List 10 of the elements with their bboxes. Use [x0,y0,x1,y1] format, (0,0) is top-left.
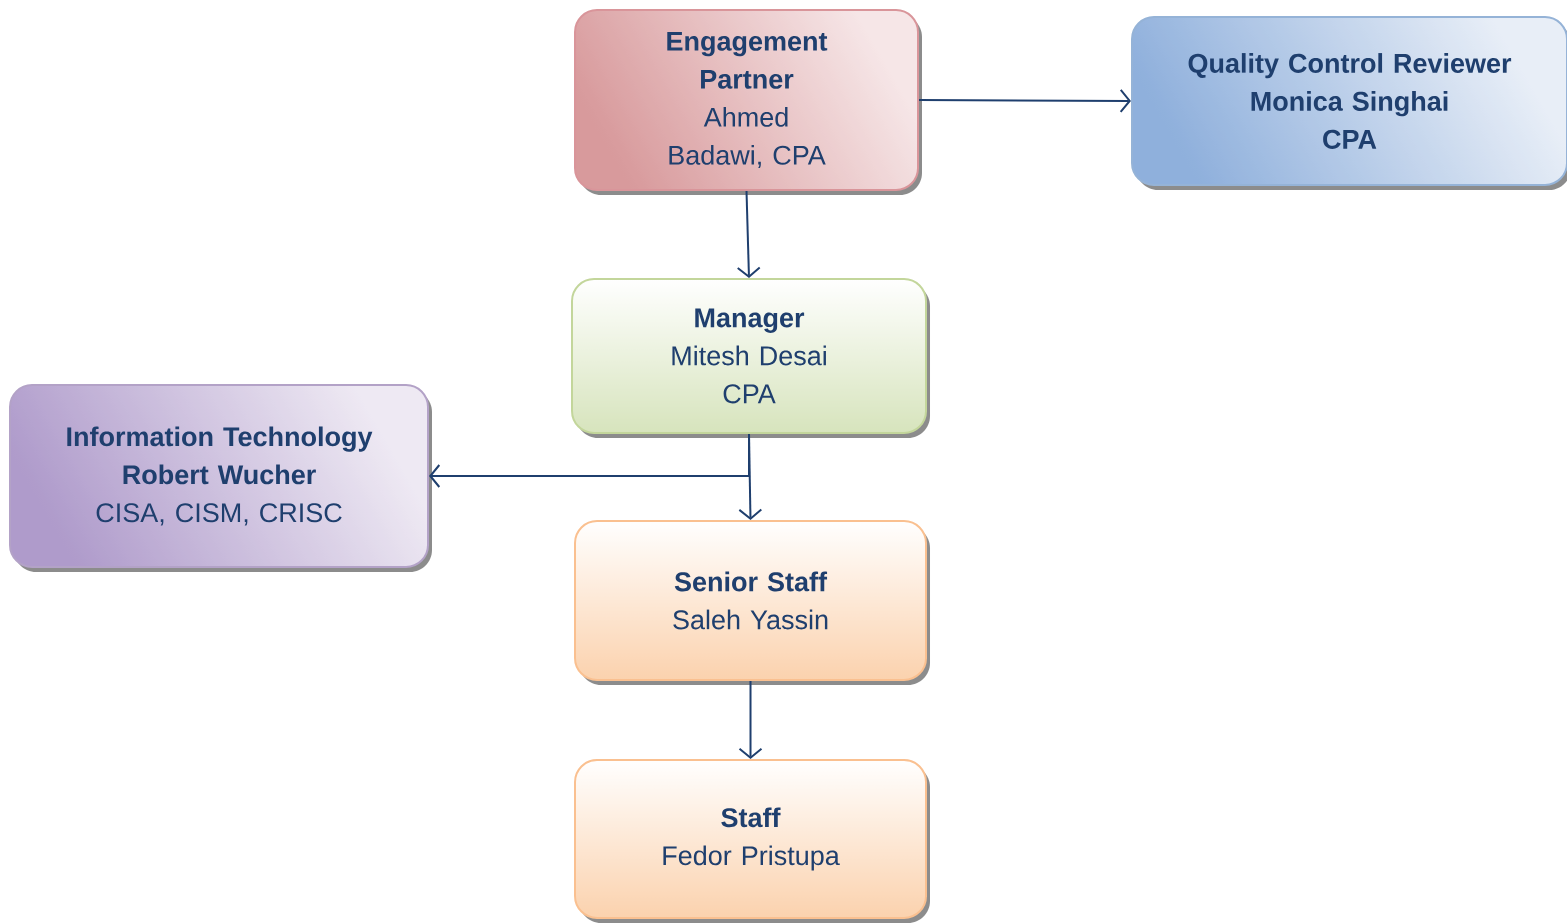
arrow [736,190,761,278]
arrow [738,680,763,759]
rounded-box: Staff Fedor Pristupa [574,759,930,923]
arrow [429,433,750,488]
rounded-box: Information Technology Robert Wucher CISA, CISM, CRISC [9,384,432,572]
rounded-box: Manager Mitesh Desai CPA [571,278,930,438]
rounded-box: Quality Control Reviewer Monica Singhai CPA [1131,16,1567,190]
rounded-box: Engagement Partner Ahmed Badawi, CPA [574,9,922,195]
arrow [918,88,1131,113]
rounded-box: Senior Staff Saleh Yassin [574,520,930,685]
